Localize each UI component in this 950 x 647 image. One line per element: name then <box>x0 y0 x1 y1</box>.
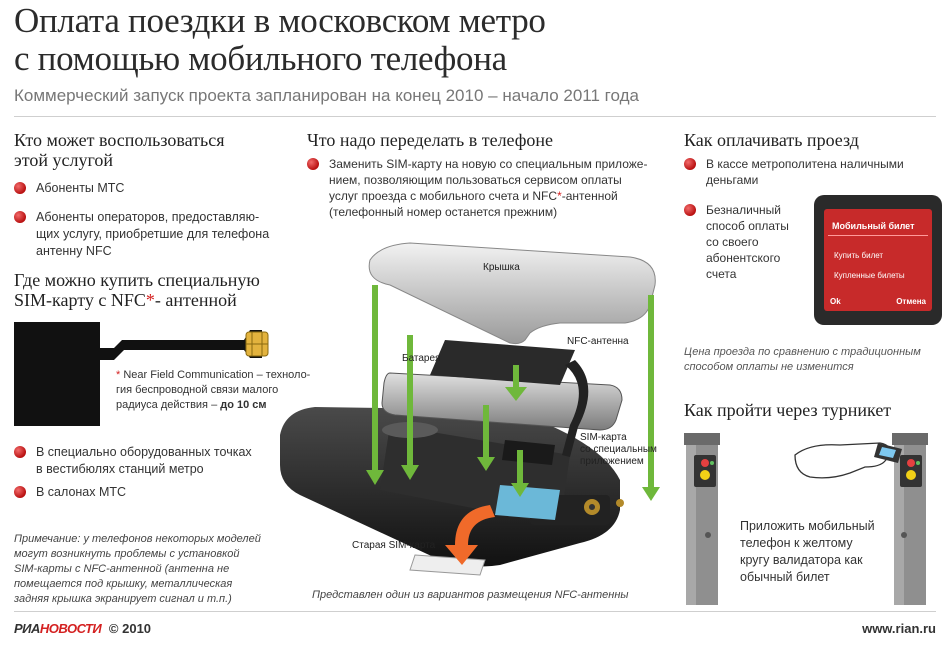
change-heading: Что надо переделать в телефоне <box>307 130 554 150</box>
green-arrow <box>517 450 523 485</box>
green-arrow-head <box>505 387 527 401</box>
title-line-1: Оплата поездки в московском метро <box>14 1 546 40</box>
who-heading-line-1: Кто может воспользоваться <box>14 130 225 150</box>
assembly-arrows <box>366 285 660 501</box>
who-item-mts: Абоненты МТС <box>14 180 124 197</box>
subtitle: Коммерческий запуск проекта запланирован… <box>14 86 639 105</box>
turnstile-instruction: Приложить мобильный телефон к желтому кр… <box>740 519 875 584</box>
turnstile-heading: Как пройти через турникет <box>684 400 892 420</box>
green-arrow <box>513 365 519 390</box>
battery <box>381 372 623 431</box>
ria-novosti-logo: РИАНОВОСТИ © 2010 <box>14 621 152 636</box>
yellow-validator-icon <box>700 470 710 480</box>
green-arrow <box>407 335 413 470</box>
label-new-sim: SIM-карта со специальным приложением <box>580 432 657 467</box>
who-item-text-3: антенну NFC <box>36 244 112 258</box>
phone-screen: Мобильный билет Купить билет Купленные б… <box>824 209 932 311</box>
green-arrow-head <box>477 457 495 471</box>
who-heading: Кто может воспользоваться этой услугой <box>14 130 224 170</box>
note-block: Примечание: у телефонов некоторых моделе… <box>14 533 261 605</box>
yellow-validator-icon <box>906 470 916 480</box>
title-line-2: с помощью мобильного телефона <box>14 39 507 78</box>
label-old-sim: Старая SIM-карта <box>352 540 436 551</box>
who-item-others: Абоненты операторов, предоставляю- щих у… <box>14 209 269 260</box>
bullet-icon <box>684 204 696 216</box>
where-heading: Где можно купить специальную SIM-карту с… <box>14 270 260 310</box>
who-item-text-1: Абоненты операторов, предоставляю- <box>36 210 260 224</box>
pay-heading: Как оплачивать проезд <box>684 130 859 150</box>
new-sim-card <box>502 440 555 465</box>
green-arrow <box>372 285 378 475</box>
bullet-icon <box>14 182 26 194</box>
nfc-footnote: * Near Field Communication – техноло- ги… <box>116 369 311 411</box>
who-heading-line-2: этой услугой <box>14 150 114 170</box>
label-battery: Батарея <box>402 353 441 364</box>
phone-screen-frame: Мобильный билет Купить билет Купленные б… <box>814 195 942 325</box>
antenna-strip <box>562 360 589 457</box>
turnstile-illustration <box>684 433 928 605</box>
green-arrow-head <box>366 470 384 485</box>
price-note: Цена проезда по сравнению с традиционным… <box>684 346 921 373</box>
bullet-icon <box>14 211 26 223</box>
diagram-caption: Представлен один из вариантов размещения… <box>312 589 629 601</box>
site-url[interactable]: www.rian.ru <box>862 621 936 636</box>
sim-slot <box>495 485 560 520</box>
where-item-mts-shops: В салонах МТС <box>14 484 126 501</box>
turnstile-top <box>892 433 928 445</box>
green-arrow-head <box>642 487 660 501</box>
screen-title: Мобильный билет <box>832 221 915 231</box>
sim-card-block <box>14 322 100 426</box>
page-title: Оплата поездки в московском метро с помо… <box>14 2 546 78</box>
bullet-icon <box>684 158 696 170</box>
screen-option-buy[interactable]: Купить билет <box>834 251 884 260</box>
who-item-text: Абоненты МТС <box>36 181 125 195</box>
nfc-antenna-icon <box>100 330 262 360</box>
label-nfc-antenna: NFC-антенна <box>567 336 629 347</box>
where-heading-line-2: SIM-карту с NFC*- антенной <box>14 290 237 310</box>
header-divider <box>14 116 936 117</box>
where-heading-line-1: Где можно купить специальную <box>14 270 260 290</box>
where-item-metro: В специально оборудованных точках в вест… <box>14 444 252 478</box>
screen-option-purchased[interactable]: Купленные билеты <box>834 271 905 280</box>
who-item-text-2: щих услугу, приобретшие для телефона <box>36 227 270 241</box>
bullet-icon <box>14 446 26 458</box>
bullet-icon <box>14 486 26 498</box>
screen-cancel[interactable]: Отмена <box>896 297 926 306</box>
bullet-icon <box>307 158 319 170</box>
phone-exploded-diagram <box>280 242 660 576</box>
green-arrow <box>648 295 654 490</box>
battery-cover <box>368 242 656 345</box>
hand-icon <box>794 442 891 479</box>
green-arrow <box>483 405 489 460</box>
label-cover: Крышка <box>483 262 520 273</box>
green-arrow-head <box>401 465 419 480</box>
turnstile-top <box>684 433 720 445</box>
pay-item-cashless: Безналичный способ оплаты со своего абон… <box>684 202 789 282</box>
footer-divider <box>14 611 936 612</box>
sim-card-illustration <box>14 322 269 426</box>
screen-ok[interactable]: Ok <box>830 297 841 306</box>
remove-arrow-icon <box>445 505 495 565</box>
copyright: © 2010 <box>108 621 152 636</box>
nfc-antenna-plate <box>430 340 575 385</box>
green-arrow-head <box>511 483 529 497</box>
change-description: Заменить SIM-карту на новую со специальн… <box>307 156 647 220</box>
pay-item-cash: В кассе метрополитена наличными деньгами <box>684 156 904 188</box>
